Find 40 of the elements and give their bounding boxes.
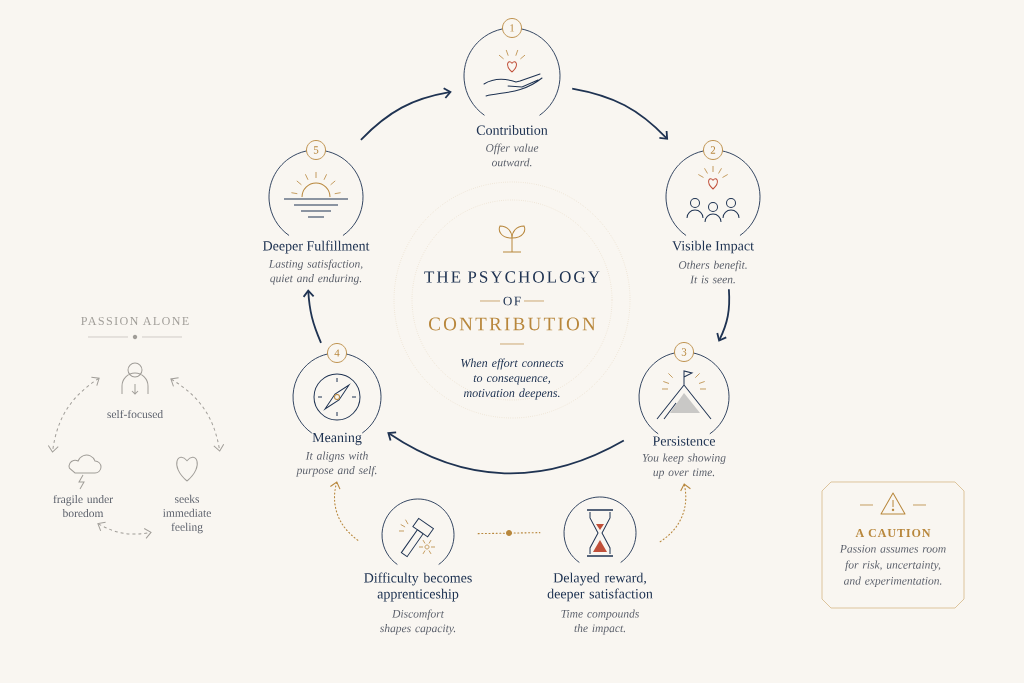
step-description: Discomfort shapes capacity.	[380, 609, 456, 635]
step-title: Contribution	[476, 125, 548, 135]
center-note: When effort connects to consequence, motivation deepens.	[461, 358, 564, 400]
step-title: Difficulty becomes apprenticeship	[364, 572, 472, 602]
number-badge: 1	[502, 18, 522, 38]
step-description: It aligns with purpose and self.	[295, 451, 377, 477]
caution-heading: A CAUTION	[855, 528, 931, 537]
connector-arrow	[659, 483, 691, 543]
step-title: Delayed reward, deeper satisfaction	[547, 572, 653, 602]
title: OF	[503, 296, 521, 306]
connector-arrow	[302, 289, 322, 344]
connector-line	[477, 530, 541, 537]
connector-arrow	[97, 521, 152, 539]
caution-text: Passion assumes room for risk, uncertainty, and experimentation.	[839, 545, 946, 588]
number-badge: 2	[703, 140, 723, 160]
connector-arrow	[716, 288, 731, 342]
number-badge: 3	[674, 342, 694, 362]
side-label: self-focused	[107, 409, 163, 419]
step-title: Deeper Fulfillment	[262, 240, 370, 254]
step-description: You keep showing up over time.	[642, 453, 726, 479]
step-description: Time compounds the impact.	[561, 609, 639, 635]
step-description: Others benefit. It is seen.	[678, 260, 747, 284]
connector-arrow	[329, 481, 359, 541]
title: THE PSYCHOLOGY	[424, 271, 600, 283]
connector-arrow	[387, 431, 625, 475]
step-title: Meaning	[312, 432, 362, 446]
step-description: Lasting satisfaction, quiet and enduring.	[268, 259, 363, 285]
connector-arrow	[360, 87, 452, 141]
side-label: seeks immediate feeling	[162, 494, 211, 534]
connector-arrow	[47, 376, 100, 453]
connector-arrow	[170, 377, 225, 452]
connector-arrow	[571, 87, 669, 140]
step-description: Offer value outward.	[486, 143, 539, 167]
step-title: Persistence	[652, 436, 715, 446]
section-heading: PASSION ALONE	[81, 316, 189, 325]
number-badge: 4	[327, 343, 347, 363]
side-label: fragile under boredom	[53, 494, 113, 518]
number-badge: 5	[306, 140, 326, 160]
step-title: Visible Impact	[672, 240, 754, 254]
title: CONTRIBUTION	[429, 317, 596, 331]
